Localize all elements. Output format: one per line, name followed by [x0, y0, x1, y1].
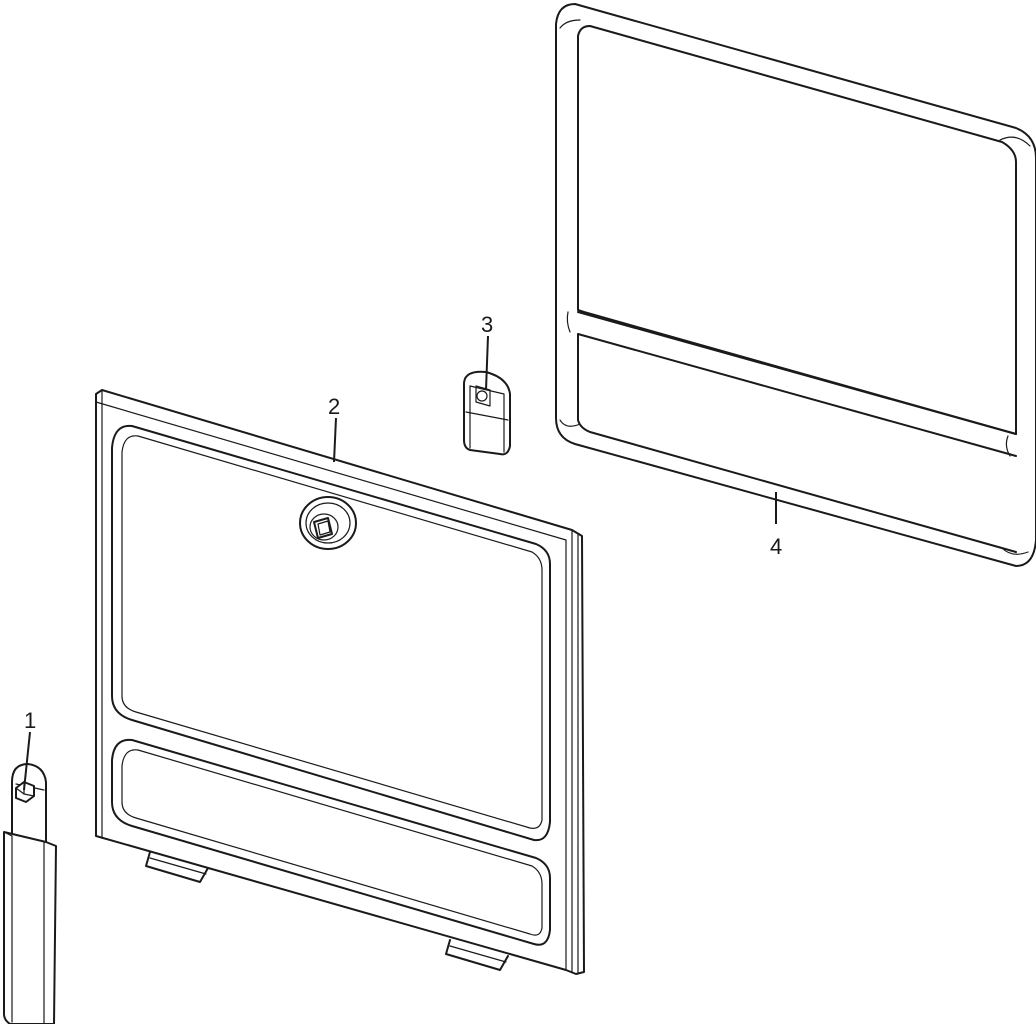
leader-line-3 [485, 335, 489, 391]
part-4-tube-frame [555, 3, 1036, 567]
callout-1: 1 [24, 708, 36, 733]
callout-2: 2 [328, 394, 340, 419]
callout-4: 4 [770, 534, 782, 559]
leader-line-1 [23, 731, 31, 791]
part-3-latch [463, 370, 511, 456]
part-2-door-panel [95, 389, 585, 975]
knob-icon [299, 496, 357, 550]
leader-line-2 [333, 417, 337, 463]
callout-3: 3 [481, 312, 493, 337]
part-1-lever [3, 763, 57, 1024]
